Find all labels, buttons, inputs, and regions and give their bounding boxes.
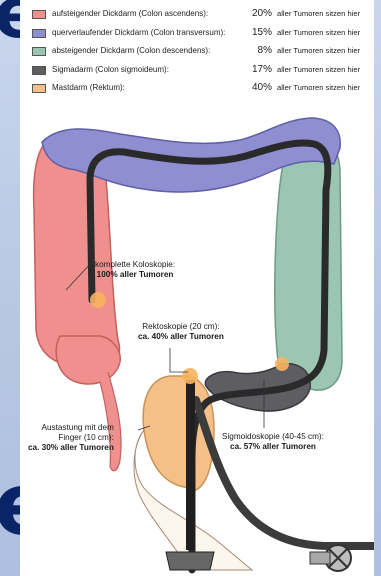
legend-percentage: 17% [238, 64, 272, 75]
legend-label: querverlaufender Dickdarm (Colon transve… [52, 28, 225, 37]
legend-label: Sigmadarm (Colon sigmoideum): [52, 65, 169, 74]
tip-glow-coloscopy [90, 292, 106, 308]
annotation-rectoscopy-line1: Rektoskopie (20 cm): [138, 322, 224, 332]
legend-label: aufsteigender Dickdarm (Colon ascendens)… [52, 9, 208, 18]
legend-note: aller Tumoren sitzen hier [277, 28, 360, 37]
legend-row-transversum: querverlaufender Dickdarm (Colon transve… [28, 27, 368, 46]
swatch-rektum [32, 84, 46, 93]
legend-percentage: 20% [238, 8, 272, 19]
legend: aufsteigender Dickdarm (Colon ascendens)… [28, 8, 368, 101]
legend-percentage: 15% [238, 27, 272, 38]
annotation-rectoscopy-line2: ca. 40% aller Tumoren [138, 332, 224, 342]
legend-note: aller Tumoren sitzen hier [277, 9, 360, 18]
swatch-ascendens [32, 10, 46, 19]
annotation-finger-line1: Austastung mit dem [28, 423, 114, 433]
legend-percentage: 8% [238, 45, 272, 56]
annotation-finger: Austastung mit dem Finger (10 cm): ca. 3… [28, 423, 114, 453]
legend-note: aller Tumoren sitzen hier [277, 46, 360, 55]
swatch-descendens [32, 47, 46, 56]
annotation-sigmoidoscopy-line1: Sigmoidoskopie (40-45 cm): [222, 432, 324, 442]
appendix [100, 372, 121, 471]
legend-row-ascendens: aufsteigender Dickdarm (Colon ascendens)… [28, 8, 368, 27]
legend-label: absteigender Dickdarm (Colon descendens)… [52, 46, 210, 55]
annotation-coloscopy: komplette Koloskopie: 100% aller Tumoren [95, 260, 175, 280]
annotation-finger-line2: Finger (10 cm): [28, 433, 114, 443]
legend-note: aller Tumoren sitzen hier [277, 65, 360, 74]
rectoscope-tube [186, 380, 195, 550]
legend-row-rektum: Mastdarm (Rektum): 40% aller Tumoren sit… [28, 82, 368, 101]
annotation-sigmoidoscopy: Sigmoidoskopie (40-45 cm): ca. 57% aller… [222, 432, 324, 452]
legend-percentage: 40% [238, 82, 272, 93]
tip-glow-rectoscopy [182, 368, 198, 384]
rectoscope-eyepiece [166, 552, 214, 570]
endoscope-cable [196, 400, 374, 546]
annotation-sigmoidoscopy-line2: ca. 57% aller Tumoren [222, 442, 324, 452]
colon-descendens [275, 130, 342, 390]
legend-note: aller Tumoren sitzen hier [277, 83, 360, 92]
legend-row-sigmoideum: Sigmadarm (Colon sigmoideum): 17% aller … [28, 64, 368, 83]
legend-label: Mastdarm (Rektum): [52, 83, 125, 92]
cecum [56, 336, 120, 384]
annotation-rectoscopy: Rektoskopie (20 cm): ca. 40% aller Tumor… [138, 322, 224, 342]
legend-row-descendens: absteigender Dickdarm (Colon descendens)… [28, 45, 368, 64]
leader-rectoscopy [170, 348, 188, 372]
annotation-coloscopy-line2: 100% aller Tumoren [95, 270, 175, 280]
tip-glow-sigmoidoscopy [275, 357, 289, 371]
swatch-transversum [32, 29, 46, 38]
annotation-coloscopy-line1: komplette Koloskopie: [95, 260, 175, 270]
swatch-sigmoideum [32, 66, 46, 75]
annotation-finger-line3: ca. 30% aller Tumoren [28, 443, 114, 453]
